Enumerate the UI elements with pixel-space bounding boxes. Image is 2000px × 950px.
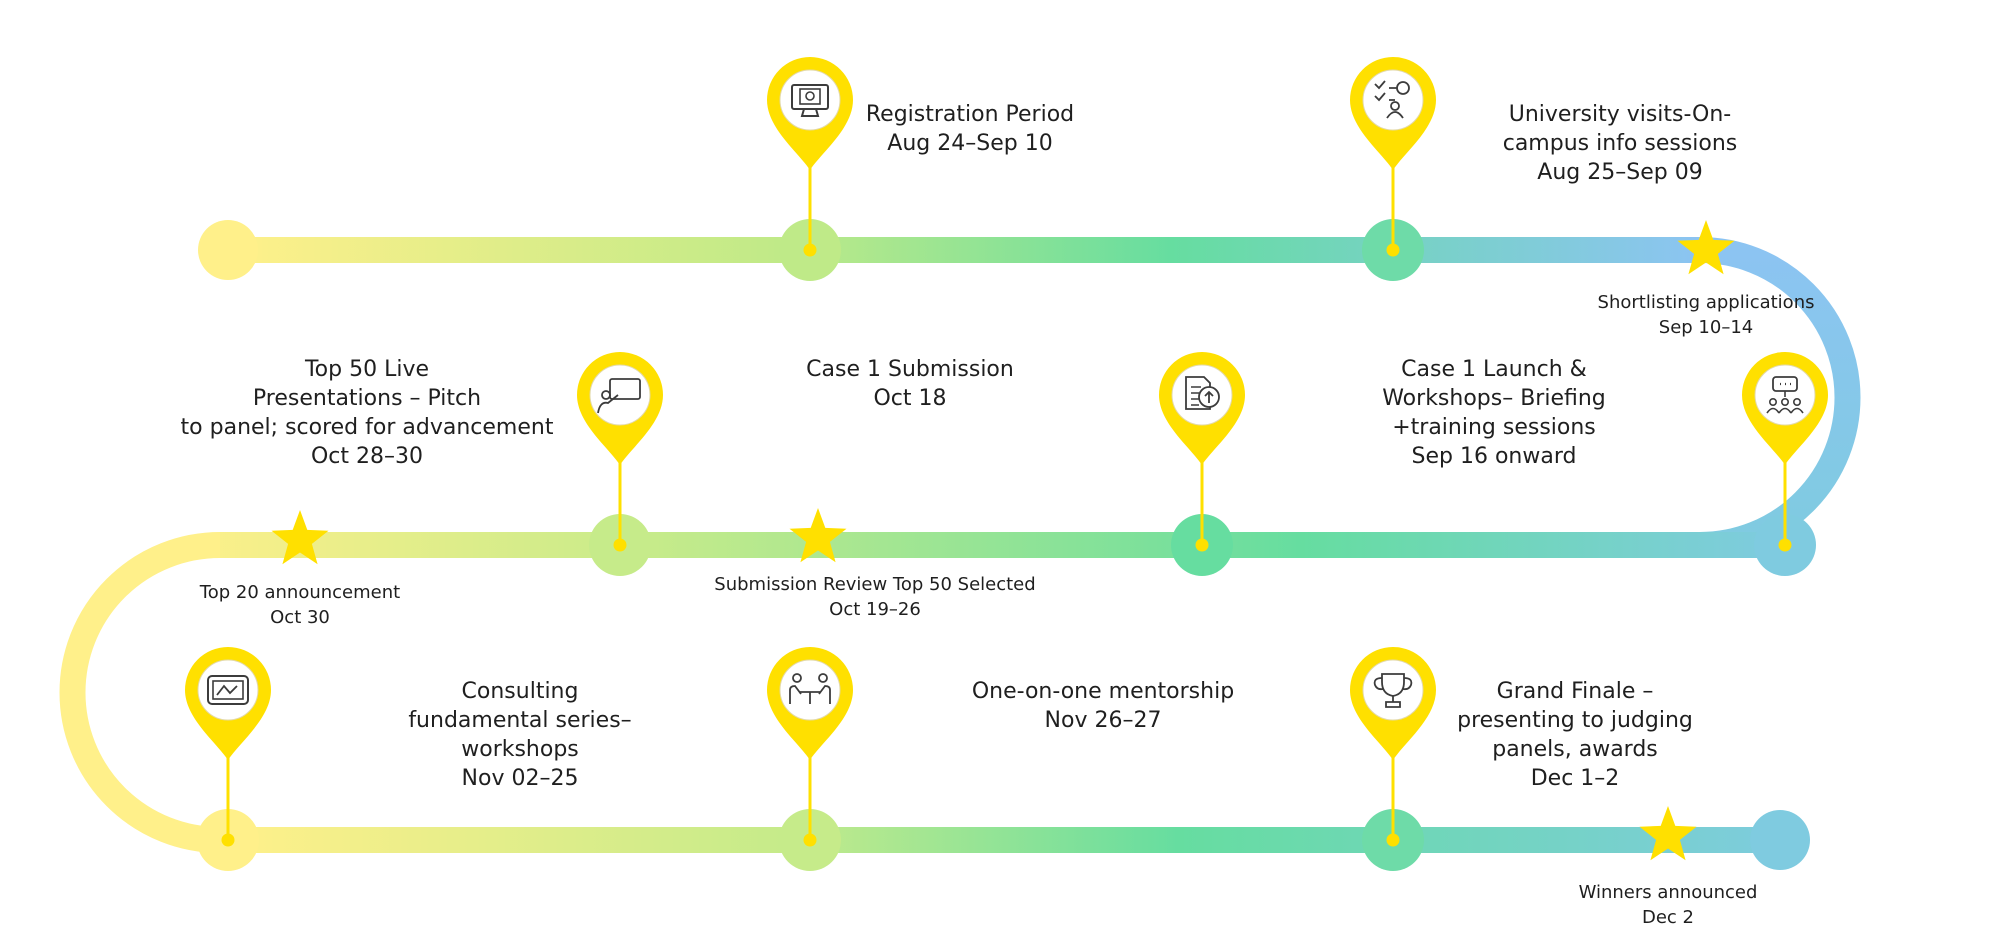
document-upload-icon — [1185, 376, 1220, 410]
track-curve-left — [59, 532, 221, 853]
milestone-label-line: Oct 18 — [873, 386, 947, 411]
milestone-pin — [185, 647, 271, 760]
pin-anchor-dot — [1195, 538, 1209, 552]
trophy-icon — [1373, 673, 1413, 708]
milestone-label-line: University visits-On- — [1508, 102, 1732, 127]
star-label-line: Winners announced — [1578, 882, 1758, 903]
star-marker — [1677, 220, 1735, 275]
monitor-certificate-icon — [791, 84, 829, 117]
milestone-label-line: Case 1 Submission — [806, 357, 1014, 382]
pin-icon-circle — [1362, 659, 1424, 721]
milestone-pin — [1159, 352, 1245, 465]
milestone-label-line: Aug 24–Sep 10 — [887, 131, 1053, 156]
star-label-top20: Top 20 announcement Oct 30 — [170, 580, 430, 630]
milestone-label-line: Top 50 Live — [304, 357, 430, 382]
milestone-label-top50-presentations: Top 50 Live Presentations – Pitch to pan… — [157, 355, 577, 471]
star-label-line: Sep 10–14 — [1658, 317, 1754, 338]
star-label-winners: Winners announced Dec 2 — [1548, 880, 1788, 930]
pin-anchor-dot — [613, 538, 627, 552]
pin-anchor-dot — [221, 833, 235, 847]
milestone-pin — [577, 352, 663, 465]
milestone-label-line: One-on-one mentorship — [971, 679, 1235, 704]
milestone-label-case1-launch: Case 1 Launch & Workshops– Briefing +tra… — [1334, 355, 1654, 471]
star-label-submission-review: Submission Review Top 50 Selected Oct 19… — [675, 572, 1075, 622]
star-marker — [789, 508, 847, 563]
pin-anchor-dot — [803, 833, 817, 847]
track-start-cap — [198, 220, 258, 280]
star-label-line: Oct 19–26 — [829, 599, 921, 620]
milestone-pin — [1742, 352, 1828, 465]
milestone-label-line: panels, awards — [1492, 737, 1658, 762]
milestone-label-line: workshops — [461, 737, 579, 762]
pin-anchor-dot — [803, 243, 817, 257]
milestone-pin — [1350, 57, 1436, 170]
milestone-label-line: presenting to judging — [1457, 708, 1693, 733]
milestone-label-line: +training sessions — [1392, 415, 1596, 440]
milestone-label-line: fundamental series– — [408, 708, 632, 733]
star-label-line: Oct 30 — [270, 607, 330, 628]
milestone-label-line: campus info sessions — [1502, 131, 1738, 156]
presentation-audience-icon — [1766, 376, 1804, 414]
milestone-label-line: Nov 26–27 — [1044, 708, 1162, 733]
milestone-label-line: Case 1 Launch & — [1401, 357, 1587, 382]
milestone-label-registration: Registration Period Aug 24–Sep 10 — [820, 100, 1120, 158]
checklist-person-icon — [1374, 80, 1410, 119]
pin-icon-circle — [779, 659, 841, 721]
milestone-label-line: Aug 25–Sep 09 — [1537, 160, 1703, 185]
star-label-line: Submission Review Top 50 Selected — [714, 574, 1036, 595]
pin-anchor-dot — [1778, 538, 1792, 552]
milestone-label-line: Grand Finale – — [1496, 679, 1654, 704]
star-label-line: Top 20 announcement — [199, 582, 401, 603]
mentorship-meeting-icon — [789, 673, 831, 704]
milestone-label-university-visits: University visits-On- campus info sessio… — [1460, 100, 1780, 187]
milestone-label-line: Consulting — [461, 679, 579, 704]
star-label-shortlisting: Shortlisting applications Sep 10–14 — [1556, 290, 1856, 340]
milestone-label-line: to panel; scored for advancement — [180, 415, 554, 440]
milestone-label-line: Presentations – Pitch — [252, 386, 482, 411]
pin-anchor-dot — [1386, 833, 1400, 847]
milestone-label-line: Oct 28–30 — [310, 444, 424, 469]
milestone-label-grand-finale: Grand Finale – presenting to judging pan… — [1415, 677, 1735, 793]
milestone-label-line: Sep 16 onward — [1411, 444, 1577, 469]
star-label-line: Dec 2 — [1641, 907, 1694, 928]
presenter-whiteboard-icon — [597, 378, 641, 414]
milestone-label-line: Dec 1–2 — [1530, 766, 1620, 791]
star-marker — [1639, 806, 1697, 861]
milestone-label-mentorship: One-on-one mentorship Nov 26–27 — [933, 677, 1273, 735]
pin-anchor-dot — [1386, 243, 1400, 257]
pin-icon-circle — [589, 364, 651, 426]
track-end-cap — [1750, 810, 1810, 870]
milestone-pin — [767, 57, 853, 170]
milestone-label-line: Workshops– Briefing — [1382, 386, 1606, 411]
milestone-label-case1-submission: Case 1 Submission Oct 18 — [760, 355, 1060, 413]
milestone-pin — [767, 647, 853, 760]
chart-screen-icon — [207, 675, 249, 705]
star-marker — [271, 510, 329, 565]
milestone-pin — [1350, 647, 1436, 760]
star-label-line: Shortlisting applications — [1597, 292, 1815, 313]
milestone-label-line: Registration Period — [865, 102, 1075, 127]
milestone-label-consulting-series: Consulting fundamental series– workshops… — [370, 677, 670, 793]
milestone-label-line: Nov 02–25 — [461, 766, 579, 791]
